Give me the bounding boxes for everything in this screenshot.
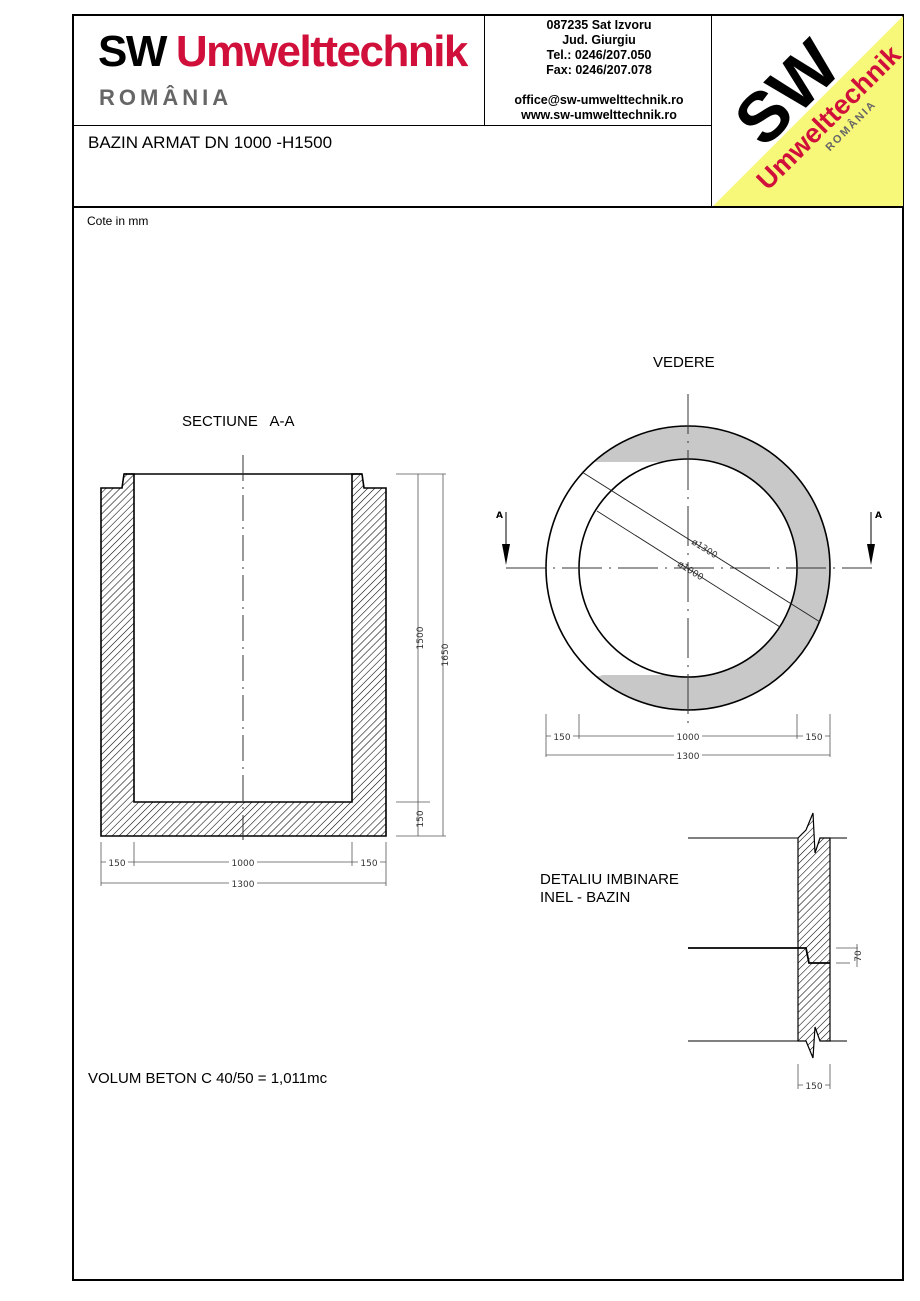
header-divider-horizontal-2 xyxy=(73,206,903,208)
joint-detail-title-2: INEL - BAZIN xyxy=(540,889,631,906)
plan-view-title: VEDERE xyxy=(653,354,715,371)
brand-primary: SW xyxy=(98,27,167,76)
email-link[interactable]: office@sw-umwelttechnik.ro xyxy=(514,93,684,107)
address-line-2: Jud. Giurgiu xyxy=(562,33,636,47)
fax: Fax: 0246/207.078 xyxy=(546,63,652,77)
concrete-volume: VOLUM BETON C 40/50 = 1,011mc xyxy=(88,1070,328,1087)
address-line-1: 087235 Sat Izvoru xyxy=(546,18,652,32)
header-divider-horizontal-1 xyxy=(73,125,711,126)
brand-country: ROMÂNIA xyxy=(99,85,233,110)
drawing-title: BAZIN ARMAT DN 1000 -H1500 xyxy=(88,133,333,152)
brand-secondary: Umwelttechnik xyxy=(175,27,469,76)
section-view-title: SECTIUNE A-A xyxy=(182,413,295,430)
corner-logo: SW Umwelttechnik ROMÂNIA xyxy=(713,16,903,206)
units-note: Cote in mm xyxy=(87,214,149,228)
drawing-sheet-border xyxy=(72,14,904,1281)
contact-block: 087235 Sat Izvoru Jud. Giurgiu Tel.: 024… xyxy=(486,18,712,123)
phone: Tel.: 0246/207.050 xyxy=(546,48,652,62)
header-divider-vertical-2 xyxy=(711,14,712,208)
header-divider-vertical-1 xyxy=(484,14,485,126)
joint-detail-title-1: DETALIU IMBINARE xyxy=(540,871,679,888)
website-link[interactable]: www.sw-umwelttechnik.ro xyxy=(521,108,677,122)
